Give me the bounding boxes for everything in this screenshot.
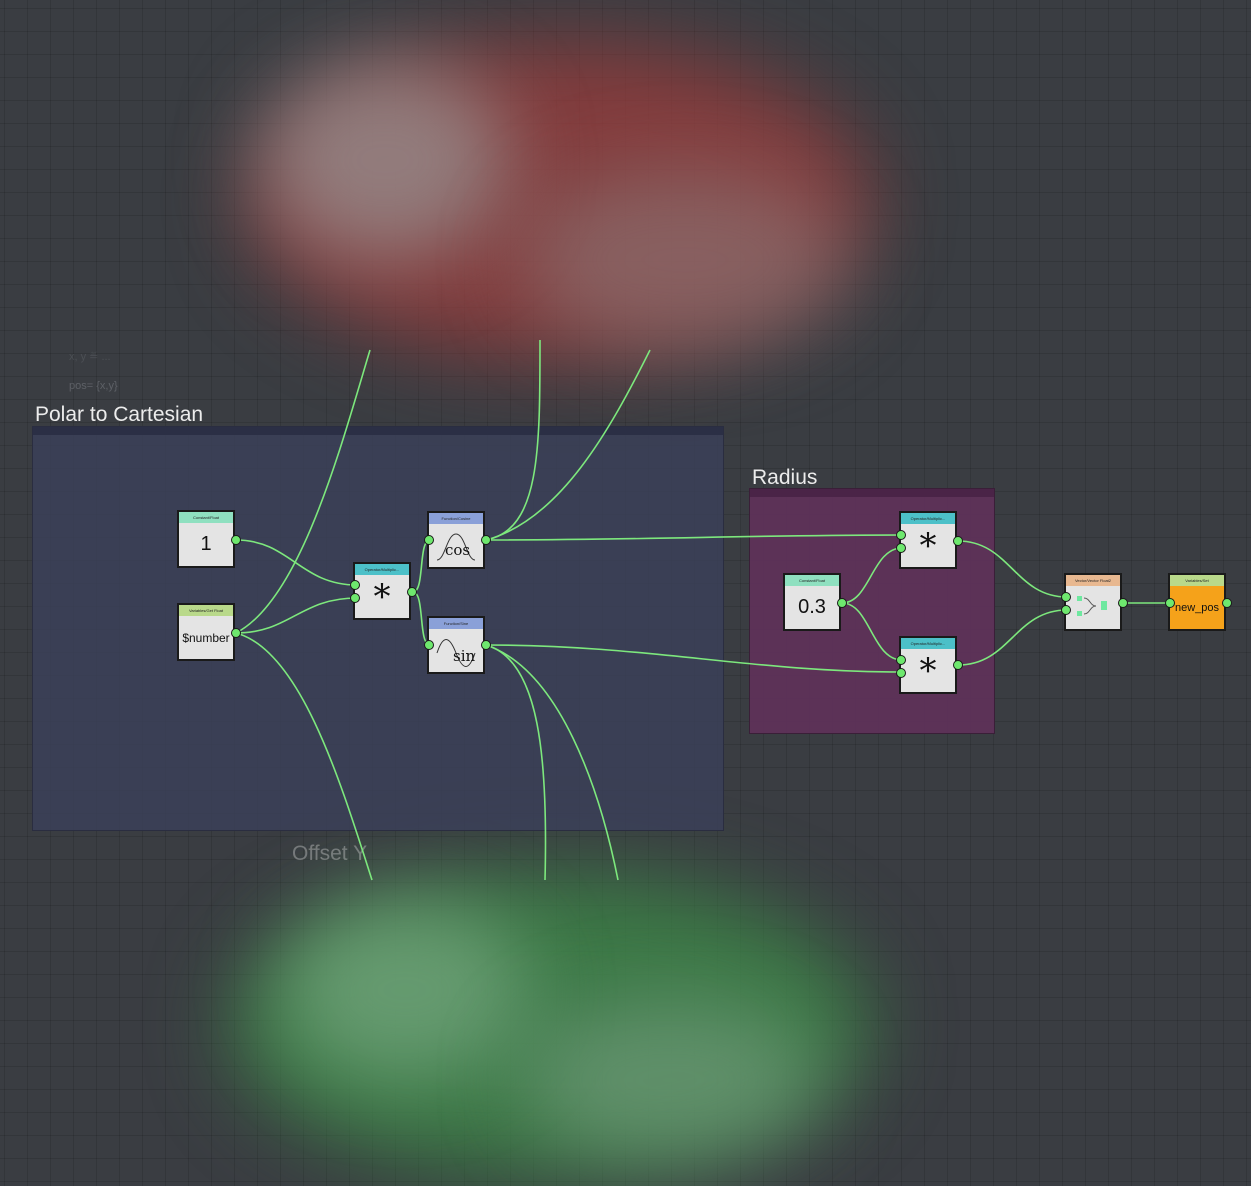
output-port[interactable]	[481, 535, 491, 545]
node-get-float[interactable]: Variables/Get Float $number	[177, 603, 235, 661]
input-port-x[interactable]	[1061, 592, 1071, 602]
node-header: Function/Sine	[429, 618, 483, 629]
wire-cos-offscreen-up-1	[485, 339, 541, 541]
background-blur-green-light-2	[520, 1000, 820, 1160]
wire-const1-to-mul1	[235, 539, 358, 586]
input-port-b[interactable]	[896, 543, 906, 553]
output-port[interactable]	[481, 640, 491, 650]
output-port[interactable]	[231, 628, 241, 638]
node-vector-float2[interactable]: Vector/Vector Float2	[1064, 573, 1122, 631]
node-multiply-2[interactable]: Operator/Multiplic... *	[899, 511, 957, 569]
node-sine[interactable]: Function/Sine sin	[427, 616, 485, 674]
multiply-symbol: *	[919, 525, 937, 566]
node-header: Constant/Float	[785, 575, 839, 586]
wire-getfloat-offscreen-down	[235, 632, 373, 881]
node-header: Vector/Vector Float2	[1066, 575, 1120, 586]
wire-cos-to-mul2	[485, 534, 903, 541]
wire-sin-offscreen-down-1	[485, 644, 547, 881]
wire-mul3-to-vec	[957, 609, 1068, 666]
wire-const03-to-mul3	[841, 602, 903, 661]
group-bar-radius[interactable]	[750, 489, 994, 497]
output-port[interactable]	[1222, 598, 1232, 608]
node-constant-float-1[interactable]: Constant/Float 1	[177, 510, 235, 568]
output-port[interactable]	[953, 536, 963, 546]
output-port[interactable]	[1118, 598, 1128, 608]
input-port-y[interactable]	[1061, 605, 1071, 615]
background-blur-green-light	[280, 900, 530, 1080]
node-header: Function/Cosine	[429, 513, 483, 524]
wire-sin-to-mul3	[485, 644, 903, 673]
input-port-a[interactable]	[896, 530, 906, 540]
input-port-a[interactable]	[350, 580, 360, 590]
input-port[interactable]	[1165, 598, 1175, 608]
group-title-offset-y: Offset Y	[292, 842, 368, 865]
group-bar-polar[interactable]	[33, 427, 723, 435]
input-port-b[interactable]	[896, 668, 906, 678]
node-value[interactable]: $number	[182, 630, 230, 645]
function-label: cos	[445, 541, 471, 559]
node-header: Operator/Multiplic...	[901, 638, 955, 649]
output-port[interactable]	[837, 598, 847, 608]
node-value[interactable]: 1	[200, 533, 212, 555]
node-header: Variables/Get Float	[179, 605, 233, 616]
node-multiply-3[interactable]: Operator/Multiplic... *	[899, 636, 957, 694]
node-constant-float-0-3[interactable]: Constant/Float 0.3	[783, 573, 841, 631]
background-text-1: pos= {x,y}	[69, 380, 118, 392]
input-port-a[interactable]	[896, 655, 906, 665]
wire-getfloat-offscreen-up	[235, 349, 371, 634]
background-blur-light	[260, 60, 510, 260]
output-port[interactable]	[953, 660, 963, 670]
cosine-icon: cos	[429, 524, 483, 567]
wire-sin-offscreen-down-2	[485, 644, 619, 881]
function-label: sin	[453, 647, 476, 665]
background-text-2: x, y ≝ ...	[69, 351, 111, 363]
background-blur-light-2	[520, 170, 850, 350]
node-header: Operator/Multiplic...	[355, 564, 409, 575]
wire-mul2-to-vec	[957, 540, 1068, 598]
multiply-symbol: *	[919, 650, 937, 691]
multiply-symbol: *	[373, 576, 391, 617]
node-value[interactable]: new_pos	[1174, 601, 1220, 614]
node-header: Constant/Float	[179, 512, 233, 523]
wire-const03-to-mul2	[841, 547, 903, 604]
node-set-variable[interactable]: Variables/Set new_pos	[1168, 573, 1226, 631]
input-port[interactable]	[424, 535, 434, 545]
wire-getfloat-to-mul1	[235, 597, 358, 634]
node-header: Variables/Set	[1170, 575, 1224, 586]
input-port-b[interactable]	[350, 593, 360, 603]
node-multiply-1[interactable]: Operator/Multiplic... *	[353, 562, 411, 620]
group-title-radius: Radius	[752, 466, 818, 489]
group-title-polar: Polar to Cartesian	[35, 403, 204, 426]
sine-icon: sin	[429, 629, 483, 672]
merge-icon	[1066, 586, 1120, 629]
node-value[interactable]: 0.3	[798, 596, 826, 618]
input-port[interactable]	[424, 640, 434, 650]
group-polar-to-cartesian[interactable]	[32, 426, 724, 831]
node-header: Operator/Multiplic...	[901, 513, 955, 524]
output-port[interactable]	[407, 587, 417, 597]
output-port[interactable]	[231, 535, 241, 545]
node-cosine[interactable]: Function/Cosine cos	[427, 511, 485, 569]
wire-cos-offscreen-up-2	[485, 349, 651, 541]
